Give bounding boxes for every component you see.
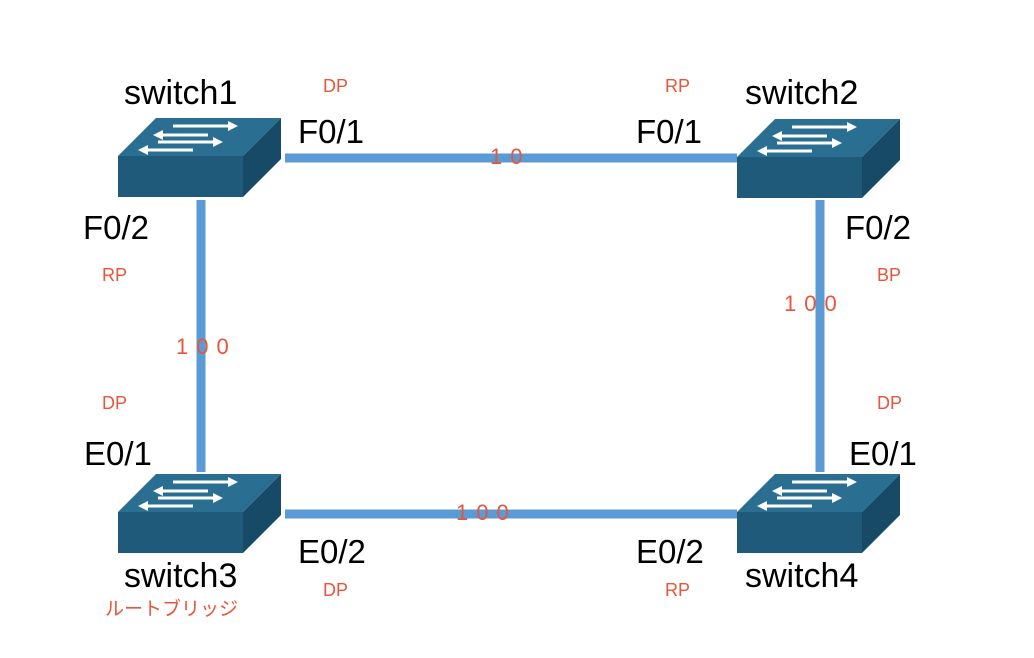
switch3-root-bridge-note: ルートブリッジ [105, 599, 239, 620]
switch3-icon[interactable] [116, 472, 283, 555]
switch2-port-f01: F0/1 [636, 113, 703, 150]
switch2-port-f02: F0/2 [845, 209, 912, 246]
switch2-name: switch2 [745, 74, 859, 112]
switch1-f01-role: DP [323, 76, 349, 96]
switch4-port-e01: E0/1 [849, 435, 917, 472]
switch3-name: switch3 [124, 557, 238, 595]
switch4-e01-role: DP [877, 393, 903, 413]
switch2-icon[interactable] [735, 117, 902, 200]
switch1-f02-role: RP [102, 265, 128, 285]
switch4-name: switch4 [745, 557, 859, 595]
switch3-e01-role: DP [102, 393, 128, 413]
switch1-port-f02: F0/2 [83, 209, 150, 246]
cost-switch3-switch4: 100 [456, 500, 517, 525]
cost-switch1-switch2: 10 [490, 144, 531, 169]
cost-switch1-switch3: 100 [176, 334, 237, 359]
switch2-f01-role: RP [665, 76, 691, 96]
switch3-port-e02: E0/2 [298, 533, 366, 570]
cost-switch2-switch4: 100 [784, 291, 845, 316]
switch1-name: switch1 [124, 74, 238, 112]
switch1-icon[interactable] [116, 116, 283, 199]
switch4-port-e02: E0/2 [636, 533, 704, 570]
switch3-e02-role: DP [323, 580, 349, 600]
switch3-port-e01: E0/1 [84, 435, 152, 472]
switch4-icon[interactable] [735, 472, 902, 555]
switch4-e02-role: RP [665, 580, 691, 600]
switch2-f02-role: BP [877, 265, 902, 285]
switch1-port-f01: F0/1 [298, 113, 365, 150]
